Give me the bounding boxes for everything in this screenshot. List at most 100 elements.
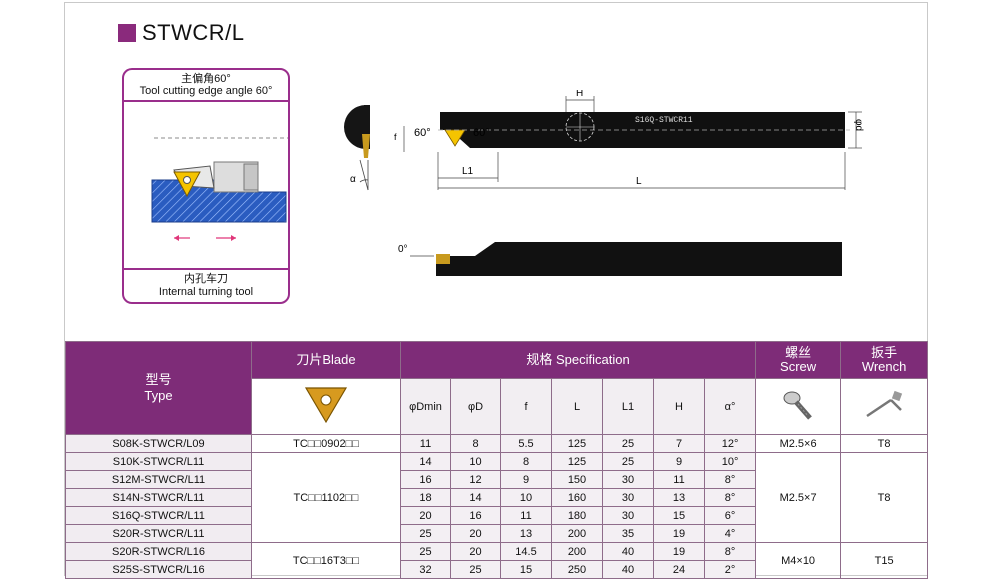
card-bottom-cn: 内孔车刀: [184, 273, 228, 285]
card-divider-top: [124, 100, 288, 102]
wrench-cell: T8: [840, 434, 929, 453]
value-cell: 10°: [703, 452, 757, 471]
shank-marking: S16Q-STWCR11: [635, 116, 693, 125]
wrench-icon-cell: [840, 378, 929, 435]
type-cell: S16Q-STWCR/L11: [65, 506, 252, 525]
value-cell: 15: [500, 560, 552, 579]
screw-cell: M2.5×6: [755, 434, 842, 453]
f-dimension-label: f: [394, 132, 397, 142]
spec-header: 规格 Specification: [399, 341, 757, 379]
side-view-bar: [436, 242, 842, 276]
value-cell: 25: [602, 452, 654, 471]
value-cell: 160: [551, 488, 603, 507]
page-title: STWCR/L: [118, 20, 245, 46]
alpha-label: α: [350, 174, 356, 185]
value-cell: 30: [602, 488, 654, 507]
value-cell: 11: [653, 470, 705, 489]
blade-header: 刀片Blade: [251, 341, 401, 379]
value-cell: 8°: [703, 488, 757, 507]
value-cell: 180: [551, 506, 603, 525]
col-h: H: [653, 378, 705, 435]
col-l: L: [551, 378, 603, 435]
value-cell: 40: [602, 542, 654, 561]
value-cell: 8°: [703, 542, 757, 561]
value-cell: 20: [400, 506, 451, 525]
value-cell: 25: [400, 524, 451, 543]
value-cell: 25: [450, 560, 501, 579]
h-dimension-label: H: [576, 90, 583, 99]
l1-dimension-label: L1: [462, 166, 474, 177]
value-cell: 8: [450, 434, 501, 453]
screw-cell: M2.5×7: [755, 452, 842, 543]
col-dmin: φDmin: [400, 378, 451, 435]
value-cell: 5.5: [500, 434, 552, 453]
end-view: [344, 105, 370, 191]
value-cell: 16: [400, 470, 451, 489]
wrench-icon: [866, 390, 903, 418]
type-cell: S20R-STWCR/L16: [65, 542, 252, 561]
value-cell: 10: [450, 452, 501, 471]
value-cell: 200: [551, 524, 603, 543]
value-cell: 12: [450, 470, 501, 489]
triangle-insert-icon: [304, 387, 348, 424]
l-dimension-label: L: [636, 176, 642, 187]
value-cell: 6°: [703, 506, 757, 525]
type-header-cn: 型号: [145, 372, 172, 387]
value-cell: 19: [653, 524, 705, 543]
value-cell: 8: [500, 452, 552, 471]
wrench-header: 扳手 Wrench: [840, 341, 929, 379]
value-cell: 200: [551, 542, 603, 561]
value-cell: 24: [653, 560, 705, 579]
top-view-bar: S16Q-STWCR11: [438, 112, 850, 148]
card-top-en: Tool cutting edge angle 60°: [139, 85, 273, 97]
blade-cell: TC□□1102□□: [251, 452, 401, 543]
type-cell: S10K-STWCR/L11: [65, 452, 252, 471]
value-cell: 2°: [703, 560, 757, 579]
value-cell: 11: [400, 434, 451, 453]
value-cell: 13: [500, 524, 552, 543]
value-cell: 25: [602, 434, 654, 453]
value-cell: 20: [450, 524, 501, 543]
value-cell: 7: [653, 434, 705, 453]
type-header-en: Type: [144, 388, 173, 403]
type-cell: S08K-STWCR/L09: [65, 434, 252, 453]
screw-header: 螺丝 Screw: [755, 341, 842, 379]
value-cell: 25: [400, 542, 451, 561]
value-cell: 125: [551, 434, 603, 453]
value-cell: 14: [400, 452, 451, 471]
col-alpha: α°: [703, 378, 757, 435]
value-cell: 18: [400, 488, 451, 507]
value-cell: 35: [602, 524, 654, 543]
value-cell: 150: [551, 470, 603, 489]
value-cell: 250: [551, 560, 603, 579]
value-cell: 14.5: [500, 542, 552, 561]
title-marker: [118, 24, 136, 42]
value-cell: 30: [602, 506, 654, 525]
value-cell: 30: [602, 470, 654, 489]
tool-cutting-illustration: [151, 137, 288, 241]
title-text: STWCR/L: [142, 20, 245, 45]
value-cell: 125: [551, 452, 603, 471]
angle-label-left: 60°: [414, 127, 431, 139]
wrench-header-en: Wrench: [861, 359, 907, 374]
value-cell: 12°: [703, 434, 757, 453]
card-divider-bottom: [124, 268, 288, 270]
value-cell: 9: [500, 470, 552, 489]
wrench-cell: T15: [840, 542, 929, 579]
wrench-cell: T8: [840, 452, 929, 543]
col-l1: L1: [602, 378, 654, 435]
blade-cell: TC□□16T3□□: [251, 542, 401, 579]
card-top-cn: 主偏角60°: [181, 73, 231, 85]
type-cell: S12M-STWCR/L11: [65, 470, 252, 489]
blade-cell: TC□□0902□□: [251, 434, 401, 453]
tool-technical-drawing: α S16Q-STWCR11 H φd f 60° 60° L1 L 0°: [344, 90, 864, 276]
screw-icon-cell: [755, 378, 842, 435]
d-dimension-label: φd: [853, 119, 864, 131]
value-cell: 20: [450, 542, 501, 561]
zero-angle-label: 0°: [398, 244, 408, 255]
